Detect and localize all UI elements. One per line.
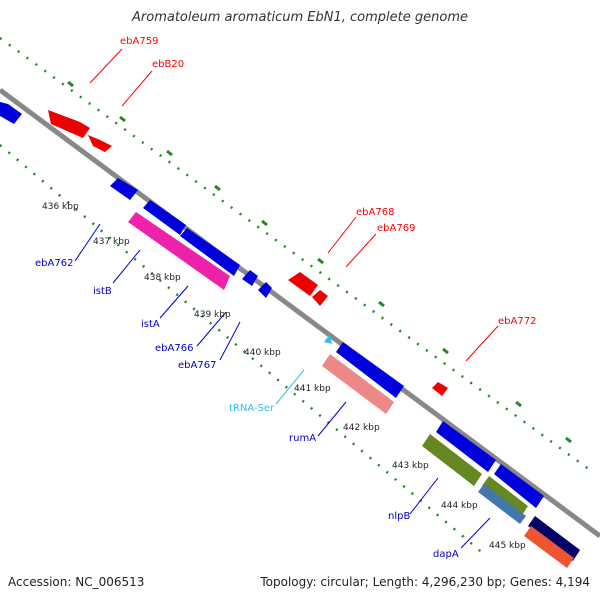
tick-438: 438 kbp xyxy=(144,273,181,283)
tick-437: 437 kbp xyxy=(93,237,130,247)
gene-ebA759[interactable] xyxy=(48,110,90,138)
gene-steel[interactable] xyxy=(478,484,526,524)
gene-istB[interactable] xyxy=(143,200,186,235)
tick-445: 445 kbp xyxy=(489,541,526,551)
inner-dotted-guide xyxy=(0,144,486,556)
gene-ebA768[interactable] xyxy=(288,272,318,296)
gene-nlpB[interactable] xyxy=(422,434,482,486)
tick-439: 439 kbp xyxy=(194,310,231,320)
label-istB: istB xyxy=(93,286,112,297)
outer-dotted-guide xyxy=(0,36,591,472)
gene-ebA766[interactable] xyxy=(242,270,258,286)
gene-ebA762[interactable] xyxy=(110,178,138,200)
reverse-leaders xyxy=(74,223,491,549)
map-title: Aromatoleum aromaticum EbN1, complete ge… xyxy=(132,10,468,25)
label-ebA759: ebA759 xyxy=(120,36,158,47)
label-ebA772: ebA772 xyxy=(498,316,536,327)
label-dapA: dapA xyxy=(433,549,459,560)
tick-442: 442 kbp xyxy=(343,423,380,433)
trna-leader xyxy=(275,369,305,405)
gene-istA-pink[interactable] xyxy=(128,212,230,290)
reverse-labels: ebA762 istB istA ebA766 ebA767 tRNA-Ser … xyxy=(35,258,459,560)
accession-label: Accession: NC_006513 xyxy=(8,575,145,589)
gene-dapA[interactable] xyxy=(524,526,574,568)
gene-ebA769[interactable] xyxy=(312,290,328,306)
gene-istA[interactable] xyxy=(180,228,240,276)
label-ebA766: ebA766 xyxy=(155,343,193,354)
label-ebA768: ebA768 xyxy=(356,207,394,218)
tick-444: 444 kbp xyxy=(441,501,478,511)
tick-440: 440 kbp xyxy=(244,348,281,358)
label-ebA767: ebA767 xyxy=(178,360,216,371)
gene-rumA[interactable] xyxy=(322,354,394,414)
label-ebA769: ebA769 xyxy=(377,223,415,234)
gene-blue-a[interactable] xyxy=(436,421,496,472)
tick-441: 441 kbp xyxy=(294,384,331,394)
gene-ebA767[interactable] xyxy=(258,282,272,298)
gene-nlpB-2[interactable] xyxy=(482,476,528,518)
gene-ebB20[interactable] xyxy=(88,135,112,152)
tick-436: 436 kbp xyxy=(42,202,79,212)
label-ebB20: ebB20 xyxy=(152,59,184,70)
gene-left-edge[interactable] xyxy=(0,102,22,124)
tick-labels: 436 kbp 437 kbp 438 kbp 439 kbp 440 kbp … xyxy=(42,202,526,551)
label-nlpB: nlpB xyxy=(388,511,410,522)
gene-rumA-blue[interactable] xyxy=(336,342,404,398)
label-ebA762: ebA762 xyxy=(35,258,73,269)
gene-ebA772[interactable] xyxy=(432,382,448,396)
forward-leaders xyxy=(89,48,499,362)
topology-label: Topology: circular; Length: 4,296,230 bp… xyxy=(260,575,590,589)
forward-labels: ebA759 ebB20 ebA768 ebA769 ebA772 xyxy=(120,36,536,327)
gene-tRNA-Ser[interactable] xyxy=(324,334,332,344)
label-rumA: rumA xyxy=(289,433,316,444)
outer-major-ticks xyxy=(67,80,572,444)
label-tRNA-Ser: tRNA-Ser xyxy=(229,403,275,414)
gene-navy[interactable] xyxy=(528,516,580,561)
label-istA: istA xyxy=(141,319,160,330)
gene-blue-b[interactable] xyxy=(494,464,544,508)
genome-backbone xyxy=(0,87,600,539)
tick-443: 443 kbp xyxy=(392,461,429,471)
